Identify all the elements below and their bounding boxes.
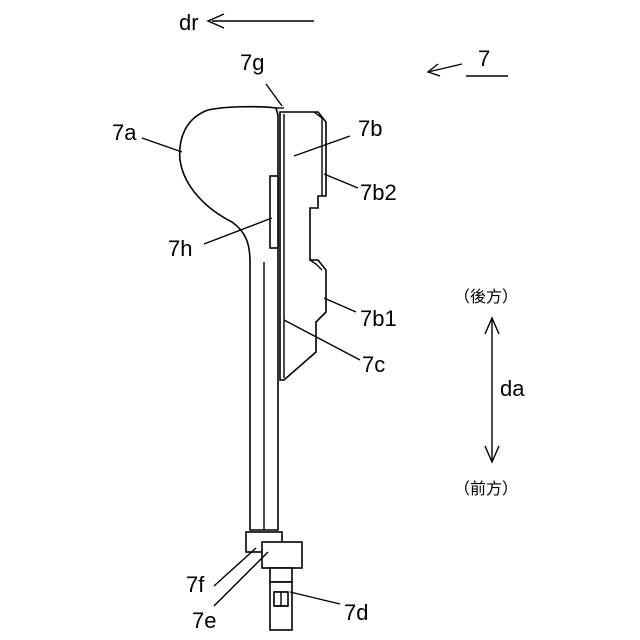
dr-direction-arrow	[208, 14, 314, 28]
leader-7g	[266, 84, 282, 106]
label-7f: 7f	[186, 572, 205, 597]
leader-7b1	[324, 298, 356, 312]
label-7c: 7c	[362, 352, 385, 377]
label-7a: 7a	[112, 120, 137, 145]
part-block-7e	[262, 542, 302, 568]
leader-7f	[214, 548, 256, 586]
label-7h: 7h	[168, 236, 192, 261]
part-slot-7h	[270, 176, 278, 248]
label-7e: 7e	[192, 608, 216, 633]
label-front: （前方）	[454, 479, 518, 498]
label-da: da	[500, 376, 525, 401]
part-plug-top-7d	[270, 568, 292, 582]
label-7b: 7b	[358, 116, 382, 141]
leader-7b2	[324, 174, 358, 188]
leader-7a	[142, 138, 182, 152]
label-7d: 7d	[344, 600, 368, 625]
figure-number-arrow	[428, 64, 508, 76]
part-head-7a	[180, 107, 278, 530]
label-7b2: 7b2	[360, 180, 397, 205]
label-dr: dr	[179, 10, 199, 35]
label-7b1: 7b1	[360, 306, 397, 331]
label-figure-number: 7	[478, 46, 490, 71]
label-7g: 7g	[240, 50, 264, 75]
label-rear: （後方）	[454, 287, 518, 306]
leader-7d	[290, 592, 340, 604]
da-direction-arrow	[485, 318, 499, 462]
